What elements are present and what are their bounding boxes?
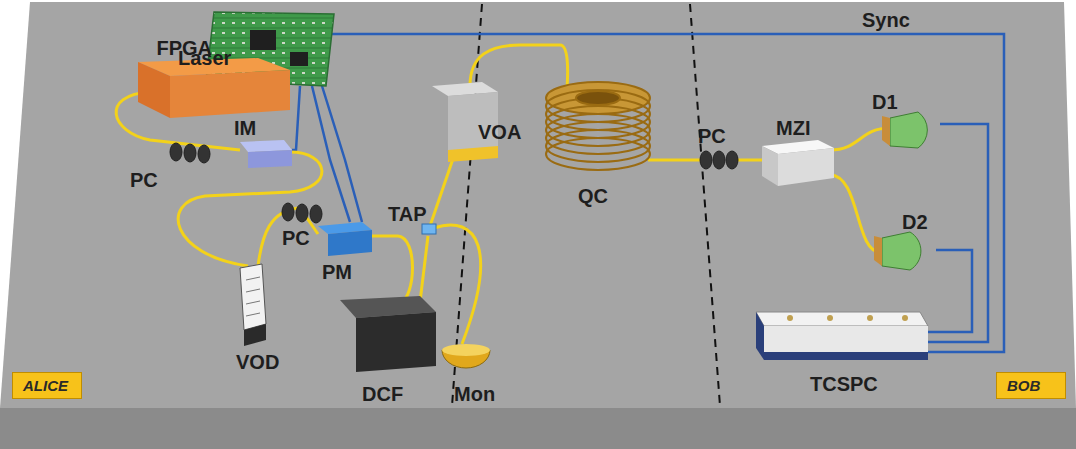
monitor-label: Mon (454, 384, 495, 404)
tcspc-label: TCSPC (810, 374, 878, 394)
vod-label: VOD (236, 352, 279, 372)
detector-label: D1 (872, 92, 898, 112)
laser-label: Laser (178, 48, 231, 68)
im-label: IM (234, 118, 256, 138)
side-name: ALICE (23, 378, 71, 393)
dcf-label: DCF (362, 384, 403, 404)
voa-label: VOA (478, 122, 521, 142)
pc-label: PC (130, 170, 158, 190)
quantum-channel-label: QC (578, 186, 608, 206)
side-name: BOB (1007, 378, 1055, 393)
pc-label: PC (698, 126, 726, 146)
side-tag: ALICE (12, 372, 82, 399)
pm-label: PM (322, 262, 352, 282)
side-tag: BOB (996, 372, 1066, 399)
pc-label: PC (282, 228, 310, 248)
sync-label: Sync (862, 10, 910, 30)
tap-label: TAP (388, 204, 427, 224)
detector-label: D2 (902, 212, 928, 232)
mzi-label: MZI (776, 118, 810, 138)
